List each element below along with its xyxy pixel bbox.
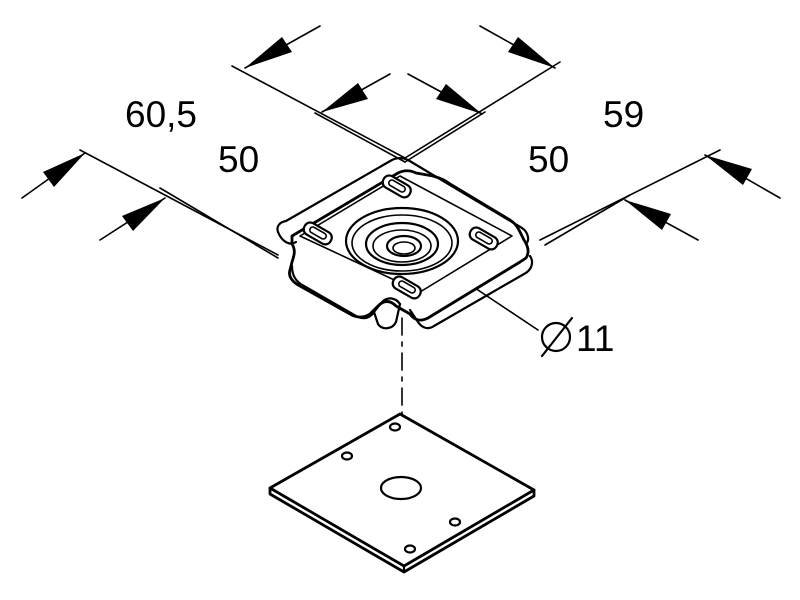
dimension-hole-diameter: 11 — [576, 318, 614, 359]
slot-bottom — [391, 275, 422, 300]
center-washer — [344, 206, 460, 276]
slot-left — [302, 221, 333, 246]
dimension-lines — [21, 25, 781, 259]
base-plate — [268, 412, 536, 574]
base-hole-bottom — [403, 544, 417, 554]
dimension-left-outer: 60,5 — [125, 94, 197, 135]
base-hole-top — [388, 422, 402, 432]
slot-right — [468, 226, 499, 251]
dimension-right-outer: 59 — [603, 94, 644, 135]
dimension-left-inner: 50 — [218, 139, 259, 180]
top-bracket-plate — [276, 157, 534, 330]
slot-top — [381, 174, 412, 199]
diameter-symbol — [540, 316, 574, 358]
base-hole-left — [340, 451, 354, 461]
base-center-hole — [379, 475, 423, 501]
base-hole-right — [448, 517, 462, 527]
dimension-right-inner: 50 — [528, 139, 569, 180]
dimension-labels: 60,5 50 59 50 11 — [125, 94, 644, 359]
